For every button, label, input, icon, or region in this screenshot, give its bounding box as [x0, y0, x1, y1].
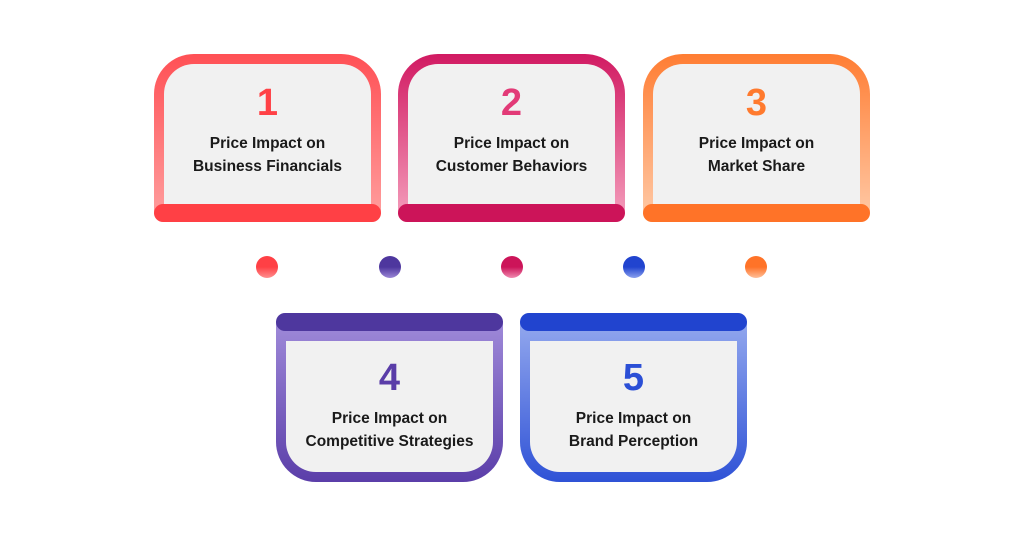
card-panel: [286, 341, 493, 472]
card-label-line2: Business Financials: [192, 158, 343, 175]
card-panel: [530, 341, 737, 472]
card-4: 4 Price Impact on Competitive Strategies: [276, 313, 503, 482]
card-panel: [164, 64, 371, 204]
card-panel: [653, 64, 860, 204]
connector-dot-5: [745, 256, 767, 278]
card-label: Price Impact on Customer Behaviors: [398, 132, 625, 178]
card-bar: [520, 313, 747, 331]
card-label-line1: Price Impact on: [331, 410, 448, 427]
card-label-line2: Competitive Strategies: [305, 433, 474, 450]
connector-dot-3: [501, 256, 523, 278]
card-label: Price Impact on Brand Perception: [520, 407, 747, 453]
card-label-line2: Brand Perception: [568, 433, 699, 450]
card-label: Price Impact on Business Financials: [154, 132, 381, 178]
card-number: 2: [500, 82, 523, 124]
card-number: 4: [378, 357, 401, 399]
card-bar: [154, 204, 381, 222]
card-number: 3: [745, 82, 768, 124]
connector-dot-1: [256, 256, 278, 278]
card-label-line1: Price Impact on: [453, 135, 570, 152]
card-1: 1 Price Impact on Business Financials: [154, 54, 381, 222]
card-3: 3 Price Impact on Market Share: [643, 54, 870, 222]
connector-dot-4: [623, 256, 645, 278]
card-panel: [408, 64, 615, 204]
card-5: 5 Price Impact on Brand Perception: [520, 313, 747, 482]
card-label-line1: Price Impact on: [575, 410, 692, 427]
connector-dot-2: [379, 256, 401, 278]
card-2: 2 Price Impact on Customer Behaviors: [398, 54, 625, 222]
card-bar: [398, 204, 625, 222]
card-label-line2: Market Share: [707, 158, 806, 175]
card-bar: [276, 313, 503, 331]
card-label-line2: Customer Behaviors: [435, 158, 588, 175]
card-label-line1: Price Impact on: [209, 135, 326, 152]
card-label: Price Impact on Market Share: [643, 132, 870, 178]
card-number: 5: [622, 357, 645, 399]
card-bar: [643, 204, 870, 222]
card-number: 1: [256, 82, 279, 124]
card-label-line1: Price Impact on: [698, 135, 815, 152]
card-label: Price Impact on Competitive Strategies: [276, 407, 503, 453]
